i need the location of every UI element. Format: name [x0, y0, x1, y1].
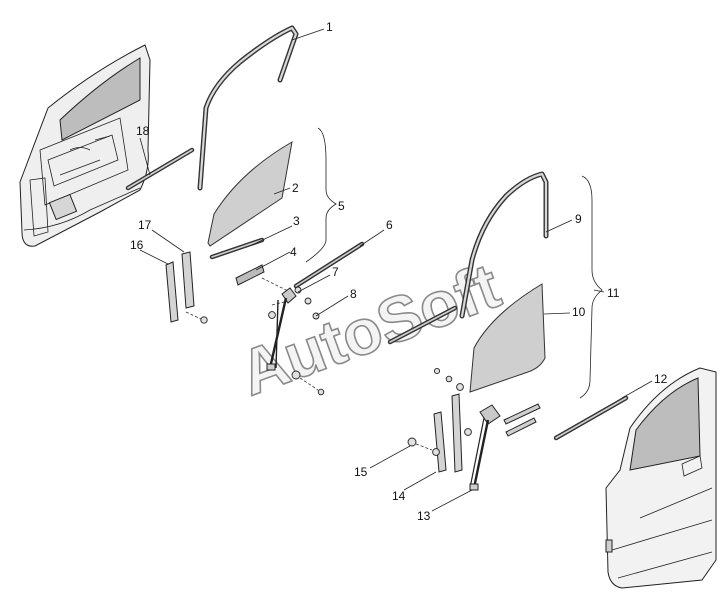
rear-division-channel: [181, 251, 195, 309]
front-guide-bar: [451, 393, 463, 473]
callout-16: 16: [130, 238, 144, 252]
belt-molding-front: [553, 395, 629, 441]
callout-18: 18: [136, 124, 150, 138]
door-glass-front: [469, 283, 546, 393]
callout-2: 2: [292, 181, 299, 195]
callout-11: 11: [607, 286, 620, 300]
callout-3: 3: [293, 214, 300, 228]
glass-channel-rear: [209, 237, 265, 260]
callout-7: 7: [332, 265, 339, 279]
callout-9: 9: [575, 212, 582, 226]
window-regulator-front: [464, 403, 541, 491]
callout-6: 6: [386, 218, 393, 232]
belt-weatherstrip-rear: [293, 241, 365, 289]
front-division-channel: [433, 411, 447, 473]
callout-12: 12: [654, 372, 668, 386]
bracket-callout-11: [579, 175, 603, 399]
callout-15: 15: [354, 465, 368, 479]
callout-4: 4: [290, 245, 297, 259]
callout-10: 10: [572, 305, 586, 319]
callout-14: 14: [392, 489, 406, 503]
glass-run-channel-rear: [197, 25, 299, 191]
callout-17: 17: [138, 218, 152, 232]
fastener-group-front: [407, 367, 464, 456]
door-glass-rear: [207, 141, 293, 247]
rear-door-inner-panel: [19, 44, 151, 247]
callout-1: 1: [326, 20, 333, 34]
callout-8: 8: [350, 287, 357, 301]
callout-13: 13: [417, 509, 431, 523]
front-door-outer-panel: [605, 367, 717, 589]
window-regulator-rear: [266, 287, 297, 371]
glass-run-channel-front: [459, 171, 549, 319]
leader-lines: [139, 28, 653, 512]
belt-strip-front-inner: [387, 305, 458, 345]
bracket-callout-5: [305, 127, 337, 263]
glass-bracket-rear: [235, 264, 265, 286]
rear-guide-bar: [165, 261, 179, 323]
callout-5: 5: [338, 199, 345, 213]
belt-molding-rear: [125, 147, 195, 191]
